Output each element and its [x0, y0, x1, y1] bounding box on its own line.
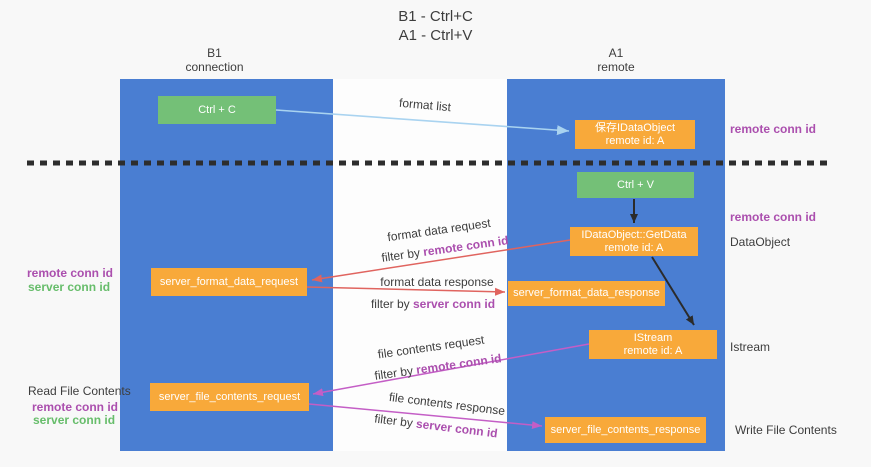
annotation-server-conn-id-bottom: server conn id: [33, 413, 116, 427]
annotation-remote-conn-id-bottom: remote conn id: [32, 400, 119, 414]
node-server-format-data-response: server_format_data_response: [508, 281, 665, 306]
annotation-dataobject: DataObject: [730, 235, 791, 249]
node-idataobject-getdata: IDataObject::GetData remote id: A: [570, 227, 698, 256]
node-istream-line1: IStream: [633, 331, 673, 344]
lane-header-a1: A1 remote: [507, 46, 725, 74]
lane-gap: [333, 79, 507, 451]
node-ctrl-c: Ctrl + C: [158, 96, 276, 124]
lane-a1-name: A1: [608, 46, 624, 60]
edge-label-format-data-response: format data response: [380, 275, 494, 289]
annotation-remote-conn-id-left: remote conn id: [27, 266, 114, 280]
node-save-idataobject-line2: remote id: A: [605, 134, 665, 147]
format-list-arrow: [275, 109, 570, 136]
annotation-server-conn-id-left: server conn id: [28, 280, 111, 294]
lane-b1-name: B1: [207, 46, 222, 60]
file-contents-request-arrow: [312, 343, 590, 397]
annotation-read-file-contents: Read File Contents: [28, 384, 131, 398]
node-getdata-line1: IDataObject::GetData: [581, 228, 687, 241]
format-data-response-arrow: [306, 286, 506, 296]
title-line-1: B1 - Ctrl+C: [398, 8, 473, 25]
node-server-format-data-request: server_format_data_request: [151, 268, 307, 296]
node-server-file-contents-request: server_file_contents_request: [150, 383, 309, 411]
node-server-file-contents-response: server_file_contents_response: [545, 417, 706, 443]
edge-label-filter-server-1: filter by server conn id: [371, 297, 495, 311]
node-save-idataobject: 保存IDataObject remote id: A: [575, 120, 695, 149]
getdata-to-istream-arrow: [651, 256, 695, 326]
annotation-remote-conn-id-top: remote conn id: [730, 122, 817, 136]
node-ctrl-v: Ctrl + V: [577, 172, 694, 198]
filter-by-text: filter by: [370, 297, 413, 311]
annotation-remote-conn-id-mid: remote conn id: [730, 210, 817, 224]
lane-b1-role: connection: [185, 60, 244, 74]
title-line-2: A1 - Ctrl+V: [398, 27, 473, 44]
node-istream: IStream remote id: A: [589, 330, 717, 359]
diagram-title: B1 - Ctrl+C A1 - Ctrl+V: [0, 7, 871, 45]
node-getdata-line2: remote id: A: [604, 241, 664, 254]
lane-a1-role: remote: [597, 60, 635, 74]
format-data-request-arrow: [311, 239, 571, 283]
annotation-istream: Istream: [730, 340, 771, 354]
file-contents-response-arrow: [308, 403, 543, 430]
node-save-idataobject-line1: 保存IDataObject: [594, 121, 676, 134]
server-conn-id-tag: server conn id: [412, 297, 496, 311]
annotation-write-file-contents: Write File Contents: [735, 423, 837, 437]
node-istream-line2: remote id: A: [623, 344, 683, 357]
lane-header-b1: B1 connection: [108, 46, 321, 74]
